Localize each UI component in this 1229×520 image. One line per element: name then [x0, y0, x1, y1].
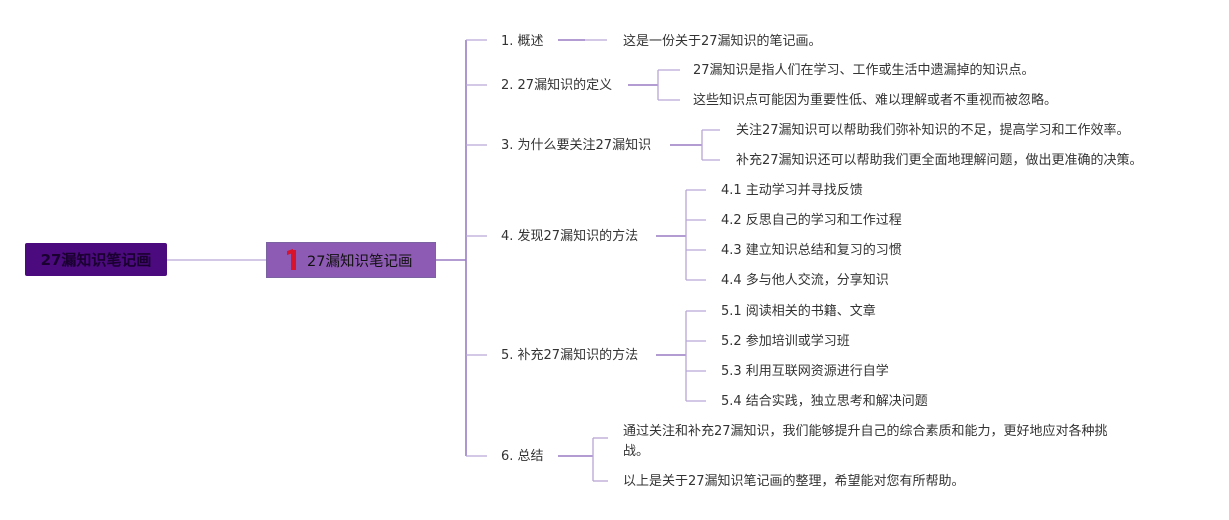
flag-icon	[289, 250, 297, 270]
branch-node-1[interactable]: 1. 概述	[501, 34, 544, 49]
branch-node-5[interactable]: 5. 补充27漏知识的方法	[501, 348, 639, 363]
leaf-node-2-1[interactable]: 27漏知识是指人们在学习、工作或生活中遗漏掉的知识点。	[693, 63, 1035, 78]
branch-node-3[interactable]: 3. 为什么要关注27漏知识	[501, 138, 652, 153]
leaf-node-5-2[interactable]: 5.2 参加培训或学习班	[721, 334, 850, 349]
center-topic-label: 27漏知识笔记画	[307, 253, 413, 270]
leaf-node-6-1[interactable]: 通过关注和补充27漏知识，我们能够提升自己的综合素质和能力，更好地应对各种挑战。	[623, 424, 1108, 459]
leaf-node-4-2[interactable]: 4.2 反思自己的学习和工作过程	[721, 213, 902, 228]
leaf-node-5-3[interactable]: 5.3 利用互联网资源进行自学	[721, 364, 889, 379]
branch-node-2[interactable]: 2. 27漏知识的定义	[501, 78, 613, 93]
leaf-node-4-4[interactable]: 4.4 多与他人交流，分享知识	[721, 273, 889, 288]
leaf-node-5-1[interactable]: 5.1 阅读相关的书籍、文章	[721, 304, 876, 319]
root-node[interactable]: 27漏知识笔记画	[25, 243, 167, 276]
branch-node-6[interactable]: 6. 总结	[501, 449, 544, 464]
leaf-node-4-1[interactable]: 4.1 主动学习并寻找反馈	[721, 183, 863, 198]
leaf-node-3-1[interactable]: 关注27漏知识可以帮助我们弥补知识的不足，提高学习和工作效率。	[736, 123, 1130, 138]
leaf-node-6-2[interactable]: 以上是关于27漏知识笔记画的整理，希望能对您有所帮助。	[623, 474, 965, 489]
center-topic-node[interactable]: 27漏知识笔记画	[266, 242, 436, 278]
root-node-label: 27漏知识笔记画	[40, 251, 152, 269]
branch-node-4[interactable]: 4. 发现27漏知识的方法	[501, 229, 639, 244]
leaf-node-2-2[interactable]: 这些知识点可能因为重要性低、难以理解或者不重视而被忽略。	[693, 93, 1058, 108]
leaf-node-5-4[interactable]: 5.4 结合实践，独立思考和解决问题	[721, 394, 928, 409]
leaf-node-1-1[interactable]: 这是一份关于27漏知识的笔记画。	[623, 34, 822, 49]
leaf-node-4-3[interactable]: 4.3 建立知识总结和复习的习惯	[721, 243, 902, 258]
leaf-node-3-2[interactable]: 补充27漏知识还可以帮助我们更全面地理解问题，做出更准确的决策。	[736, 153, 1143, 168]
